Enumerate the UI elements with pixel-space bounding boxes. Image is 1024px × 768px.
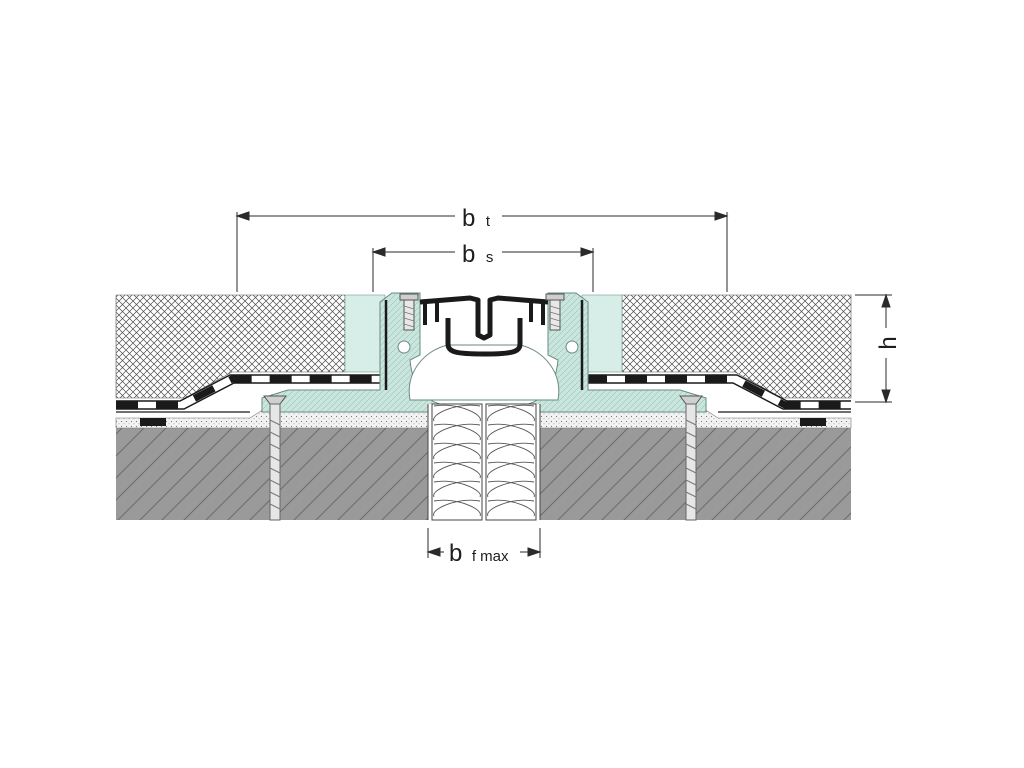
anchor-screw-right-shank [685, 403, 697, 521]
clamp-screw-thread-left [403, 305, 415, 328]
dim-label-bt-sub: t [486, 213, 491, 230]
insulation-wave [433, 404, 481, 422]
dimension-labels: b t b s b f max h [449, 205, 902, 567]
dim-bs-arrow-left [371, 247, 386, 257]
insulation-wave [487, 404, 535, 422]
insulation-wave [433, 480, 481, 498]
dimension-lines [235, 211, 892, 558]
insulation-wave [487, 461, 535, 479]
membrane-left-outline [116, 374, 382, 410]
membrane-right-dashes [585, 375, 851, 409]
insulation-wave [433, 423, 481, 441]
dim-bs-arrow-right [580, 247, 595, 257]
dim-label-bfmax-sub: f max [472, 548, 509, 565]
anchor-screw-left-shank [269, 403, 281, 521]
dim-label-bfmax-main: b [449, 540, 462, 567]
dim-bfmax-arrow-left [426, 547, 441, 557]
anchor-screw-right-thread [685, 419, 697, 510]
dim-label-h: h [875, 336, 902, 349]
seal-fins-left [423, 300, 439, 325]
seal-loop [445, 318, 523, 357]
dim-h-arrow-bottom [881, 389, 891, 404]
insulation-wave [433, 461, 481, 479]
membrane-pad-right [800, 418, 826, 426]
clamp-screw-head-left [399, 293, 419, 301]
membrane-right-outline [585, 374, 851, 410]
dim-h-arrow-top [881, 293, 891, 308]
dim-bt-arrow-right [714, 211, 729, 221]
insulation-wave [487, 442, 535, 460]
membrane-pad-left [140, 418, 166, 426]
dim-bt-arrow-left [235, 211, 250, 221]
screed-layer [115, 294, 852, 399]
dim-label-bfmax: b f max [449, 540, 509, 567]
joint-gap [427, 403, 541, 521]
clamp-screw-head-right [545, 293, 565, 301]
clamp-screw-right [549, 295, 561, 331]
insulation-wave [487, 499, 535, 517]
elastomer-seal [419, 295, 549, 357]
insulation-wave [487, 480, 535, 498]
insulation-right [485, 403, 537, 521]
seal-body [419, 295, 549, 341]
clamp-screws [399, 293, 565, 331]
filler-left [344, 294, 386, 373]
seal-fins-right [529, 300, 545, 325]
membrane-left-dashes [116, 375, 382, 409]
clamp-screw-left [403, 295, 415, 331]
profile-hole-left [397, 340, 411, 354]
anchor-screw-left-thread [269, 419, 281, 510]
waterproofing-membrane [116, 374, 851, 426]
profile-hole-right [565, 340, 579, 354]
dim-label-bs: b s [462, 241, 493, 268]
dim-bfmax-arrow-right [527, 547, 542, 557]
clamp-screw-thread-right [549, 305, 561, 328]
dim-label-bt-main: b [462, 205, 475, 232]
dim-label-bt: b t [462, 205, 491, 232]
insulation-wave [433, 442, 481, 460]
insulation-left [431, 403, 483, 521]
dim-label-bs-sub: s [486, 249, 494, 266]
dim-label-bs-main: b [462, 241, 475, 268]
insulation-wave [487, 423, 535, 441]
insulation-wave [433, 499, 481, 517]
anchor-screws [263, 395, 703, 521]
